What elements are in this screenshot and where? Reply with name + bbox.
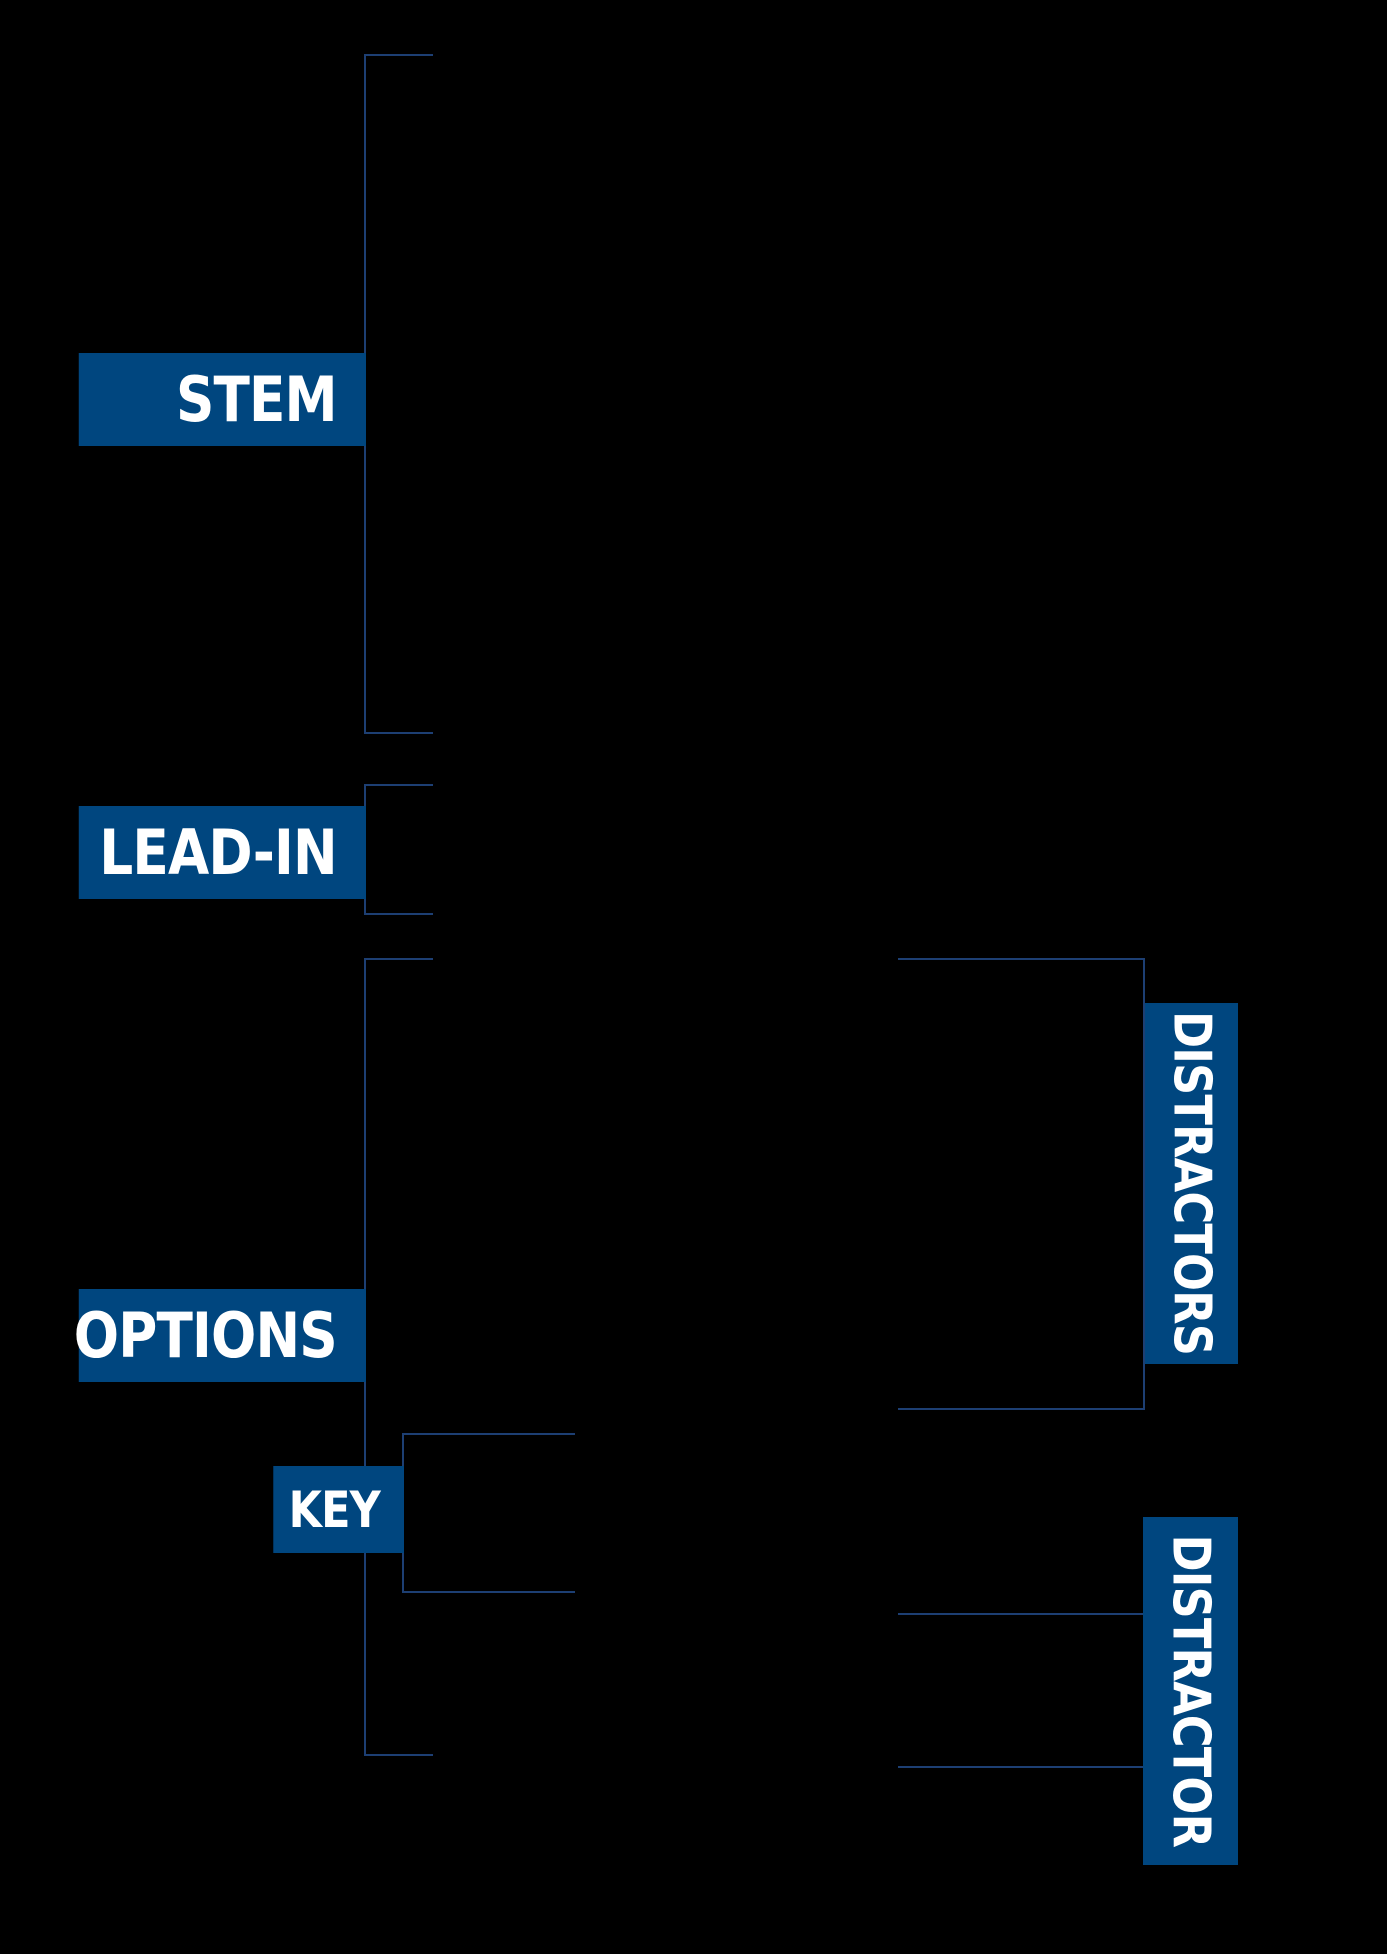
distractors-label: DISTRACTORS <box>1145 1003 1238 1364</box>
stem-label-text: STEM <box>175 363 338 436</box>
options-label: OPTIONS <box>74 1289 366 1382</box>
key-label: KEY <box>273 1466 404 1553</box>
distractor-label: DISTRACTOR <box>1143 1517 1238 1865</box>
distractors-bracket <box>898 958 1145 1410</box>
options-label-text: OPTIONS <box>73 1299 338 1372</box>
key-bracket <box>402 1433 575 1593</box>
distractor-label-text: DISTRACTOR <box>1160 1534 1221 1848</box>
distractors-label-text: DISTRACTORS <box>1161 1011 1222 1356</box>
options-bracket <box>364 958 433 1756</box>
key-label-text: KEY <box>288 1480 381 1539</box>
lead-in-bracket <box>364 784 433 915</box>
lead-in-label-text: LEAD-IN <box>99 816 337 889</box>
stem-bracket <box>364 54 433 734</box>
stem-label: STEM <box>78 353 366 446</box>
lead-in-label: LEAD-IN <box>78 806 366 899</box>
